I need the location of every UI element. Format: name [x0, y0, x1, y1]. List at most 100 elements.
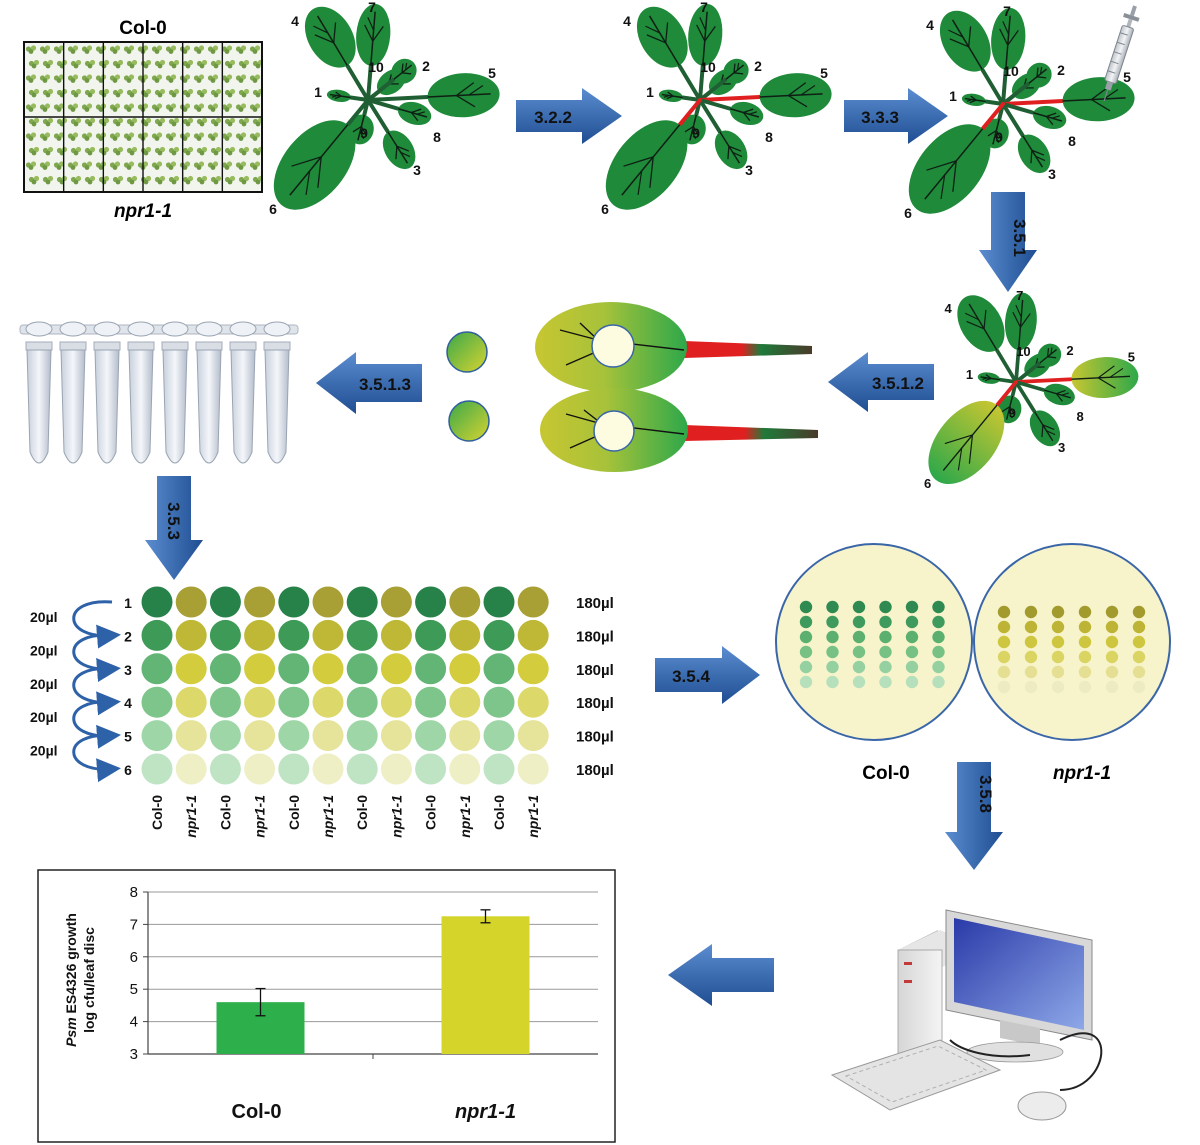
colony-spot [932, 615, 945, 629]
column-genotype-label: npr1-1 [320, 795, 336, 838]
transfer-arrow [72, 600, 121, 649]
step-arrow-3-5-1-2: 3.5.1.2 [828, 352, 934, 412]
colony-spot [1132, 665, 1146, 679]
dilution-well [415, 653, 447, 685]
leaf-number-label: 1 [646, 84, 654, 100]
step-arrow-3-5-3: 3.5.3 [145, 476, 203, 580]
leaf-number-label: 7 [1003, 3, 1011, 19]
leaf [366, 98, 432, 126]
dilution-well [483, 686, 515, 718]
agar-plate-col0 [775, 543, 973, 741]
dilution-well [244, 720, 276, 752]
step-arrow-3-5-8: 3.5.8 [945, 762, 1003, 870]
leaf-number-label: 10 [1003, 63, 1019, 79]
leaf [1001, 102, 1067, 130]
dilution-well [380, 753, 412, 785]
colony-spot [799, 630, 813, 644]
leaf [961, 93, 1005, 107]
colony-spot [1105, 605, 1119, 619]
dilution-well [517, 619, 549, 651]
dilution-well [278, 720, 310, 752]
dilution-well [278, 753, 310, 785]
colony-spot [852, 675, 866, 689]
leaf-number-label: 3 [745, 162, 753, 178]
result-arrow [668, 944, 774, 1006]
column-genotype-label: Col-0 [354, 795, 370, 830]
dilution-well [312, 653, 344, 685]
leaf-number-label: 6 [904, 205, 912, 221]
colony-spot [905, 660, 919, 674]
leaf-number-label: 9 [692, 125, 700, 141]
colony-spot [826, 660, 839, 674]
dilution-well [175, 586, 207, 618]
colony-spot [905, 630, 919, 644]
leaf [698, 98, 748, 170]
dilution-well [415, 720, 447, 752]
colony-spot [1105, 635, 1119, 649]
dilution-well [278, 619, 310, 651]
colony-spot [1078, 665, 1092, 679]
colony-spot [799, 660, 813, 674]
leaf-number-label: 8 [433, 129, 441, 145]
leaf [1014, 380, 1061, 447]
plate-label-npr1: npr1-1 [1053, 763, 1111, 784]
dilution-well [278, 586, 310, 618]
transfer-volume-label: 20µl [30, 609, 58, 625]
leaf [366, 58, 417, 102]
colony-spot [1024, 665, 1038, 679]
leaf [991, 7, 1026, 106]
leaf-number-label: 4 [926, 17, 934, 33]
transfer-arrow [72, 633, 121, 682]
svg-text:3.3.3: 3.3.3 [861, 108, 899, 127]
colony-spot [932, 675, 945, 689]
leaf [908, 102, 1005, 214]
leaf [698, 98, 764, 126]
dilution-well [209, 753, 241, 785]
leaf-number-label: 10 [1016, 344, 1030, 359]
leaf [636, 6, 702, 102]
x-category-label: Col-0 [232, 1101, 282, 1123]
leaf-number-label: 5 [488, 65, 496, 81]
transfer-volume-label: 20µl [30, 709, 58, 725]
leaf-disc [446, 331, 488, 373]
colony-spot [1078, 620, 1092, 634]
dilution-well [209, 619, 241, 651]
dilution-well [346, 720, 378, 752]
leaf-number-label: 9 [995, 129, 1003, 145]
colony-spot [1024, 620, 1038, 634]
colony-spot [826, 630, 839, 644]
x-category-label: npr1-1 [455, 1101, 516, 1123]
colony-spot [1051, 635, 1065, 649]
dilution-well [209, 586, 241, 618]
column-genotype-label: npr1-1 [388, 795, 404, 838]
dilution-well [483, 720, 515, 752]
colony-spot [879, 630, 892, 644]
dilution-well [380, 653, 412, 685]
leaf [326, 89, 370, 103]
leaf-number-label: 1 [314, 84, 322, 100]
colony-spot [879, 660, 892, 674]
leaf-disc [448, 400, 490, 442]
dilution-well [449, 586, 481, 618]
transfer-volume-label: 20µl [30, 676, 58, 692]
tube [59, 321, 87, 464]
colony-spot [1051, 650, 1065, 664]
y-tick-label: 5 [130, 981, 138, 998]
colony-spot [1105, 680, 1119, 694]
colony-spot [1051, 680, 1065, 694]
leaf-number-label: 9 [1009, 405, 1016, 420]
dilution-well [278, 653, 310, 685]
colony-spot [1105, 665, 1119, 679]
tube [25, 321, 53, 464]
column-genotype-label: npr1-1 [183, 795, 199, 838]
dilution-well [141, 686, 173, 718]
svg-text:3.2.2: 3.2.2 [534, 108, 572, 127]
colony-spot [1051, 605, 1065, 619]
leaf-number-label: 5 [1128, 350, 1135, 365]
colony-spot [879, 600, 892, 614]
colony-spot [1024, 605, 1038, 619]
colony-spot [852, 660, 866, 674]
colony-spot [997, 680, 1011, 694]
